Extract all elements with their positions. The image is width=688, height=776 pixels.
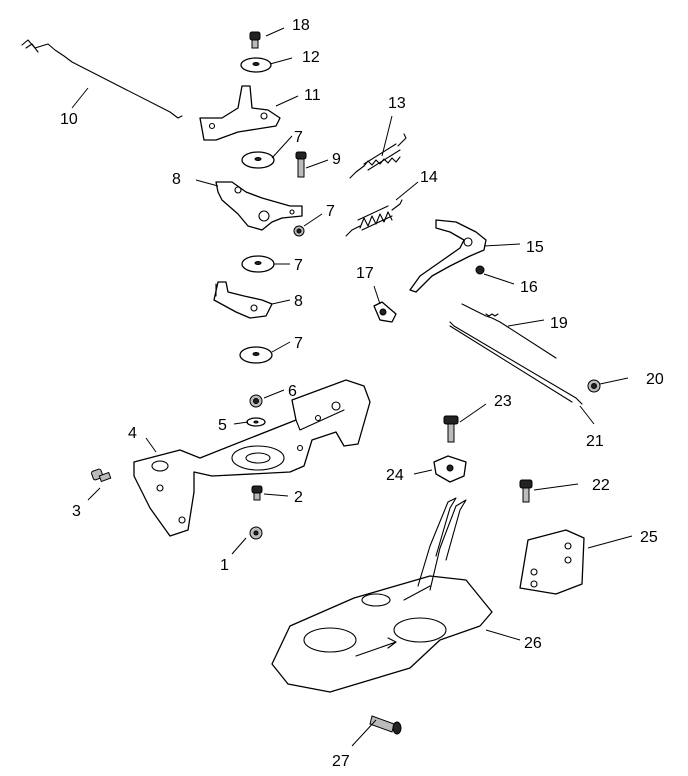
- part-19-nut: [475, 265, 485, 275]
- callout-17: 14: [420, 169, 438, 186]
- part-13-lever-bracket: [199, 85, 281, 141]
- callout-11: 9: [332, 151, 341, 168]
- part-3-screw: [90, 468, 112, 483]
- part-27-plate: [519, 529, 585, 595]
- callout-3: 3: [72, 503, 81, 520]
- callout-28: 26: [524, 635, 542, 652]
- callout-9: 7: [326, 203, 335, 220]
- part-12-link-rod: [21, 39, 183, 119]
- part-5-washer: [246, 417, 266, 427]
- part-22-nut: [587, 379, 601, 393]
- callout-14: 12: [302, 49, 320, 66]
- part-25-bolt: [443, 415, 459, 443]
- part-21-cable: [461, 303, 557, 359]
- part-9-nut: [293, 225, 305, 237]
- callout-26: 24: [386, 467, 404, 484]
- callout-8: 8: [294, 293, 303, 310]
- callout-4: 4: [128, 425, 137, 442]
- callout-1: 1: [220, 557, 229, 574]
- callout-25: 23: [494, 393, 512, 410]
- part-1-nut: [249, 526, 263, 540]
- part-20-clip: [373, 301, 397, 323]
- part-8-control-lever: [213, 281, 273, 319]
- part-28-control-panel: [271, 497, 493, 693]
- callout-6: 6: [288, 383, 297, 400]
- part-24-bolt: [519, 479, 533, 503]
- part-4-control-plate: [133, 379, 371, 537]
- callout-10: 8: [172, 171, 181, 188]
- callout-22: 20: [646, 371, 664, 388]
- callout-18: 15: [526, 239, 544, 256]
- callout-15: 18: [292, 17, 310, 34]
- part-14-washer: [240, 57, 272, 73]
- callout-7b: 7: [294, 257, 303, 274]
- callout-labels: 18 12 11 10 7 9 8 7 13 14 15 16 7 8 7 17…: [60, 17, 664, 770]
- callout-13: 11: [304, 87, 321, 104]
- part-7-washer: [239, 346, 273, 364]
- part-7-washer: [241, 255, 275, 273]
- part-2-screw: [251, 485, 263, 501]
- callout-20: 17: [356, 265, 374, 282]
- callout-27: 25: [640, 529, 658, 546]
- leader-lines: [71, 27, 633, 747]
- part-29-screw: [369, 715, 402, 735]
- part-18-lever: [409, 219, 487, 293]
- callout-29: 27: [332, 753, 350, 770]
- callout-21: 19: [550, 315, 568, 332]
- callout-7c: 7: [294, 335, 303, 352]
- callout-23: 21: [586, 433, 604, 450]
- part-16-spring: [349, 133, 407, 179]
- part-15-screw: [249, 31, 261, 49]
- callout-12: 10: [60, 111, 78, 128]
- part-7-washer: [241, 151, 275, 169]
- part-10-governor-lever: [215, 181, 303, 231]
- callout-7a: 7: [294, 129, 303, 146]
- part-23-rod: [449, 321, 583, 405]
- callout-5: 5: [218, 417, 227, 434]
- part-6-nut: [249, 394, 263, 408]
- part-26-clip-nut: [433, 455, 467, 483]
- callout-19: 16: [520, 279, 538, 296]
- callout-2: 2: [294, 489, 303, 506]
- part-11-screw: [295, 151, 307, 178]
- callout-16: 13: [388, 95, 406, 112]
- callout-24: 22: [592, 477, 610, 494]
- part-17-spring: [345, 199, 403, 237]
